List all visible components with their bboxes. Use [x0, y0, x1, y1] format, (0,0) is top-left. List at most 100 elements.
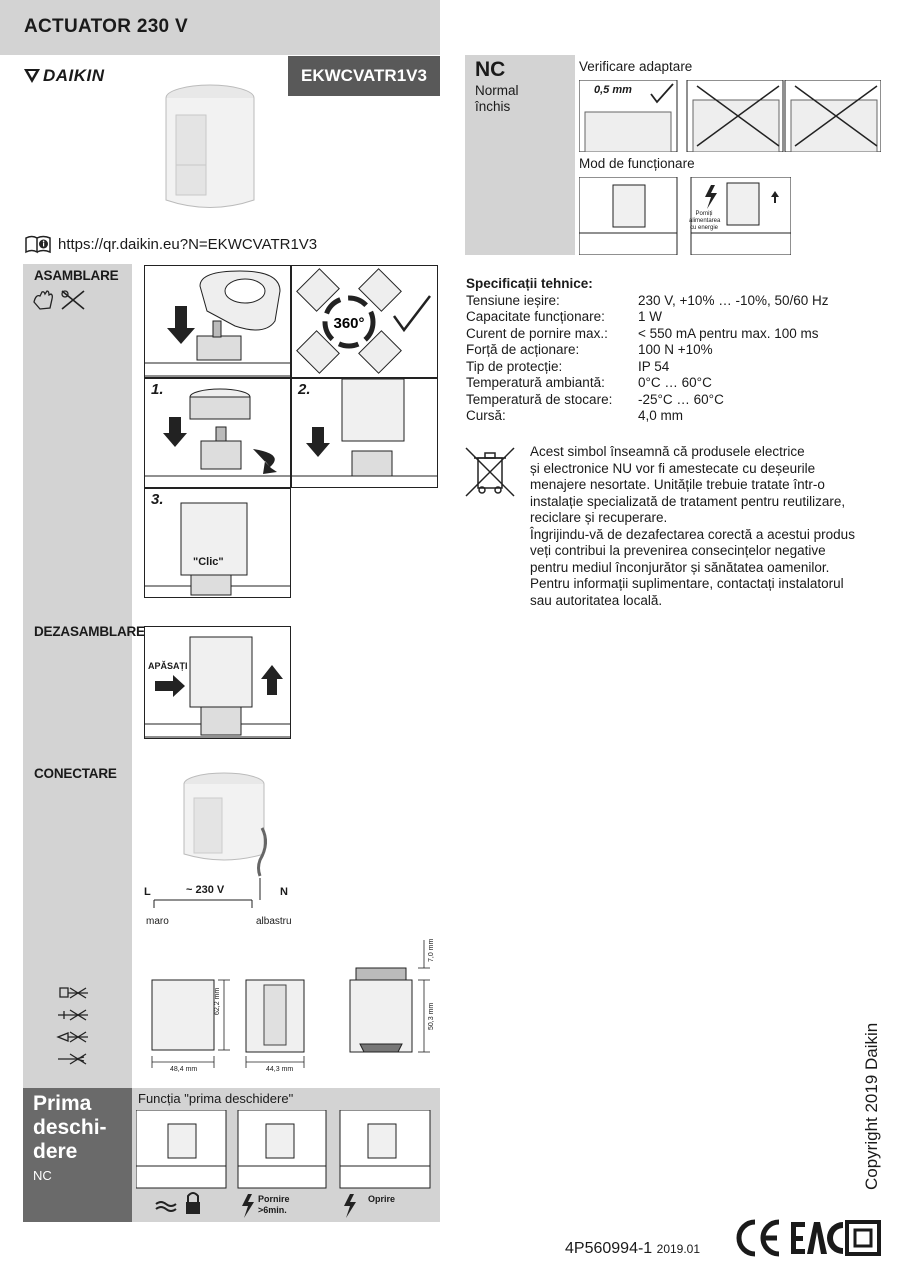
- spec-row: Tip de protecție: IP 54: [466, 359, 829, 376]
- brand-name: DAIKIN: [43, 66, 105, 85]
- nc-code: NC: [475, 58, 506, 81]
- spec-row: Curent de pornire max.: < 550 mA pentru m…: [466, 326, 829, 343]
- step2-number: 2.: [298, 381, 311, 398]
- assemble-step3-panel: 3. "Clic": [144, 488, 291, 598]
- step2-illustration: [292, 379, 437, 477]
- copyright-notice: Copyright 2019 Daikin: [862, 1022, 881, 1190]
- weee-line: Pentru informații suplimentare, contacta…: [530, 576, 844, 591]
- nc-line1: Normal: [475, 83, 519, 98]
- nc-line2: închis: [475, 99, 511, 114]
- spec-row: Forță de acționare: 100 N +10%: [466, 342, 829, 359]
- first-open-title-l2: deschi-: [33, 1116, 107, 1139]
- model-badge: EKWCVATR1V3: [288, 56, 440, 96]
- manual-url: https://qr.daikin.eu?N=EKWCVATR1V3: [58, 235, 318, 253]
- spec-key: Curent de pornire max.:: [466, 325, 608, 341]
- assemble-adapter-panel: [144, 265, 291, 378]
- book-info-icon: [25, 235, 51, 254]
- first-open-stop-label: Oprire: [368, 1194, 396, 1204]
- spec-value: 230 V, +10% … -10%, 50/60 Hz: [638, 292, 829, 308]
- press-label: APĂSAȚI: [148, 661, 188, 671]
- weee-disposal-notice: Acest simbol înseamnă că produsele elect…: [530, 444, 875, 609]
- power-on-line1: Porniți: [695, 211, 713, 217]
- first-open-start-label: Pornire: [258, 1194, 290, 1204]
- power-on-note: Porniți alimentarea cu energie: [689, 211, 721, 232]
- spec-row: Cursă: 4,0 mm: [466, 408, 829, 425]
- first-open-title-l1: Prima: [33, 1092, 92, 1115]
- spec-value: < 550 mA pentru max. 100 ms: [638, 325, 819, 341]
- dim-depth-label: 44,3 mm: [266, 1066, 294, 1073]
- wire-l-label: L: [144, 886, 151, 898]
- spec-key: Temperatură de stocare:: [466, 391, 613, 407]
- step3-illustration: [145, 502, 290, 596]
- technical-specs: Specificații tehnice: Tensiune ieșire: 23…: [466, 276, 829, 425]
- section-assemble-label: ASAMBLARE: [34, 268, 119, 283]
- actuator-product-image: [165, 84, 255, 208]
- daikin-logo-icon: [24, 69, 40, 83]
- spec-row: Tensiune ieșire: 230 V, +10% … -10%, 50/6…: [466, 293, 829, 310]
- spec-key: Tip de protecție:: [466, 358, 563, 374]
- first-open-label-block: Prima deschi- dere NC: [23, 1088, 132, 1222]
- section-disassemble-label: DEZASAMBLARE: [34, 624, 145, 639]
- first-open-title-l3: dere: [33, 1140, 78, 1163]
- certification-marks-icon: [736, 1219, 881, 1257]
- first-open-illustration: [136, 1110, 431, 1218]
- brand-logo: DAIKIN: [24, 66, 105, 86]
- disassemble-illustration: [145, 636, 290, 738]
- spec-key: Tensiune ieșire:: [466, 292, 560, 308]
- hand-tools-icon: [33, 290, 85, 310]
- fit-check-illustration: [579, 80, 881, 152]
- dimension-drawings: [151, 940, 430, 1068]
- spec-row: Temperatură de stocare: -25°C … 60°C: [466, 392, 829, 409]
- dim-width-label: 48,4 mm: [170, 1066, 198, 1073]
- first-open-panel: Funcția "prima deschidere" Pornire >6min…: [132, 1088, 440, 1222]
- voltage-label: ~ 230 V: [186, 884, 225, 896]
- assemble-rotation-panel: 360°: [291, 265, 438, 378]
- page-title: ACTUATOR 230 V: [24, 16, 188, 37]
- weee-line: menajere nesortate. Unitățile trebuie tr…: [530, 477, 825, 492]
- power-on-line3: cu energie: [689, 225, 719, 231]
- step3-number: 3.: [151, 491, 164, 508]
- document-number: 4P560994-1: [565, 1240, 653, 1257]
- rotation-illustration: 360°: [296, 268, 431, 374]
- manual-link[interactable]: https://qr.daikin.eu?N=EKWCVATR1V3: [24, 234, 317, 254]
- section-connect-label: CONECTARE: [34, 766, 117, 781]
- spec-key: Forță de acționare:: [466, 342, 580, 357]
- weee-bin-icon: [465, 447, 515, 497]
- document-date: 2019.01: [656, 1242, 701, 1256]
- fit-check-title: Verificare adaptare: [579, 59, 693, 74]
- step1-illustration: [145, 388, 290, 477]
- weee-line: Îngrijindu-vă de dezafectarea corectă a …: [530, 526, 855, 542]
- wire-blue-label: albastru: [256, 916, 292, 927]
- weee-line: veți contribui la prevenirea consecințel…: [530, 543, 826, 558]
- specs-title: Specificații tehnice:: [466, 276, 593, 291]
- first-open-start-time: >6min.: [258, 1205, 287, 1215]
- spec-value: -25°C … 60°C: [638, 391, 724, 407]
- spec-value: 100 N +10%: [638, 342, 713, 357]
- dim-stroke-label: 7,0 mm: [428, 938, 435, 962]
- spec-key: Cursă:: [466, 408, 506, 423]
- click-label: "Clic": [193, 556, 224, 568]
- dim-h2-label: 50,3 mm: [428, 1002, 435, 1030]
- spec-value: 4,0 mm: [638, 408, 684, 423]
- disassemble-panel: APĂSAȚI: [144, 626, 291, 739]
- nc-block: [465, 55, 575, 255]
- mode-title: Mod de funcționare: [579, 156, 695, 171]
- weee-line: sau autoritatea locală.: [530, 592, 663, 608]
- spec-key: Capacitate funcționare:: [466, 309, 605, 324]
- weee-line: instalație specializată de tratament pen…: [530, 493, 846, 509]
- title-bar: ACTUATOR 230 V: [0, 0, 440, 55]
- spec-row: Capacitate funcționare:1 W: [466, 309, 829, 326]
- weee-line: reciclare și recuperare.: [530, 510, 668, 525]
- wire-brown-label: maro: [146, 916, 169, 927]
- wire-n-label: N: [280, 886, 288, 898]
- step1-number: 1.: [151, 381, 164, 398]
- adapter-ring-illustration: [145, 270, 290, 377]
- dim-height-label: 62,2 mm: [214, 987, 221, 1015]
- rotation-label: 360°: [333, 315, 364, 332]
- fit-gap-label: 0,5 mm: [594, 84, 632, 96]
- no-tools-icon: [56, 987, 88, 1065]
- spec-value: IP 54: [638, 358, 670, 374]
- left-section-column: [23, 264, 132, 1088]
- weee-line: și electronice NU vor fi amestecate cu d…: [530, 460, 816, 476]
- power-on-line2: alimentarea: [689, 218, 721, 224]
